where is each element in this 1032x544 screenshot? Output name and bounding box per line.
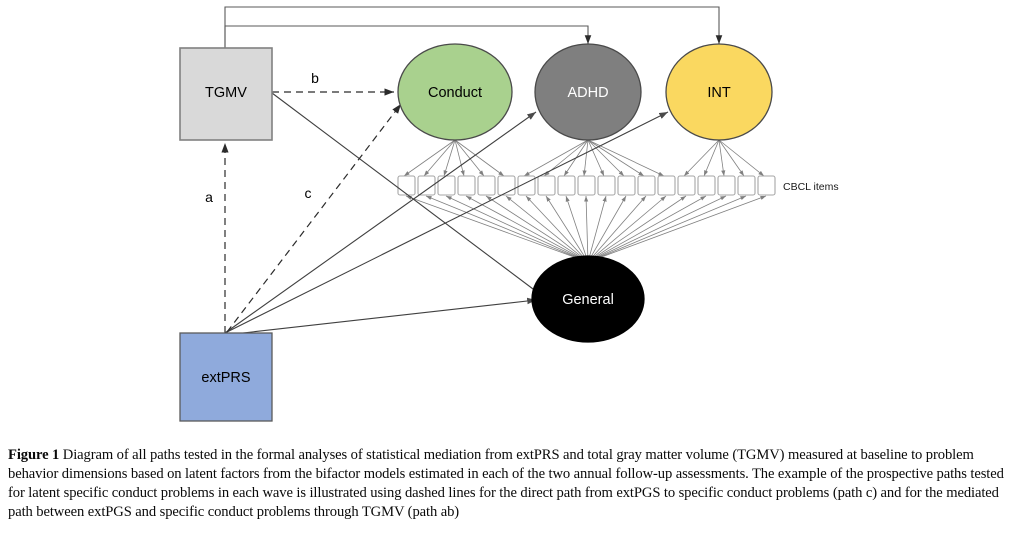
node-int[interactable]: INT — [665, 43, 773, 141]
figure-caption-text: Diagram of all paths tested in the forma… — [8, 447, 1004, 520]
path-tgmv-to-int — [224, 6, 723, 48]
cbcl-item-box — [657, 175, 676, 196]
node-general-label: General — [562, 292, 614, 308]
path-tgmv-to-adhd — [224, 25, 592, 48]
node-int-label: INT — [707, 85, 731, 101]
path-diagram: CBCL items TGMV extPRS — [179, 6, 839, 422]
node-tgmv-label: TGMV — [205, 85, 247, 101]
node-conduct[interactable]: Conduct — [397, 43, 513, 141]
node-conduct-label: Conduct — [428, 85, 482, 101]
node-general[interactable]: General — [531, 255, 645, 343]
node-extprs-label: extPRS — [201, 370, 250, 386]
node-adhd-label: ADHD — [567, 85, 608, 101]
path-extprs-to-adhd — [224, 111, 537, 334]
loadings-int-to-items — [683, 139, 765, 177]
path-extprs-to-general — [224, 297, 537, 336]
cbcl-item-box — [457, 175, 476, 196]
figure-caption-number: Figure 1 — [8, 447, 60, 463]
cbcl-item-box — [577, 175, 596, 196]
cbcl-item-box — [537, 175, 556, 196]
node-tgmv[interactable]: TGMV — [179, 47, 273, 141]
path-label-a: a — [205, 189, 213, 205]
figure-caption: Figure 1 Diagram of all paths tested in … — [8, 446, 1024, 522]
cbcl-item-box — [757, 175, 776, 196]
cbcl-item-box — [557, 175, 576, 196]
path-extprs-to-int — [224, 111, 669, 334]
cbcl-item-box — [637, 175, 656, 196]
dashed-mediation-paths — [221, 88, 402, 333]
loadings-adhd-to-items — [523, 139, 665, 177]
cbcl-item-box — [717, 175, 736, 196]
path-label-b: b — [311, 70, 319, 86]
path-label-c: c — [305, 185, 312, 201]
loadings-general-to-items — [405, 195, 767, 263]
loadings-conduct-to-items — [403, 139, 505, 177]
cbcl-items-label: CBCL items — [783, 181, 839, 193]
node-extprs[interactable]: extPRS — [179, 332, 273, 422]
node-adhd[interactable]: ADHD — [534, 43, 642, 141]
cbcl-item-box — [437, 175, 456, 196]
cbcl-item-box — [397, 175, 416, 196]
cbcl-item-box — [597, 175, 616, 196]
cbcl-item-box — [697, 175, 716, 196]
cbcl-indicator-boxes — [397, 175, 776, 196]
routed-paths-tgmv — [224, 6, 723, 48]
cbcl-item-box — [477, 175, 496, 196]
cbcl-item-box — [737, 175, 756, 196]
cbcl-item-box — [617, 175, 636, 196]
path-tgmv-to-general — [271, 92, 542, 296]
structural-paths — [224, 92, 669, 336]
cbcl-item-box — [677, 175, 696, 196]
cbcl-item-box — [417, 175, 436, 196]
